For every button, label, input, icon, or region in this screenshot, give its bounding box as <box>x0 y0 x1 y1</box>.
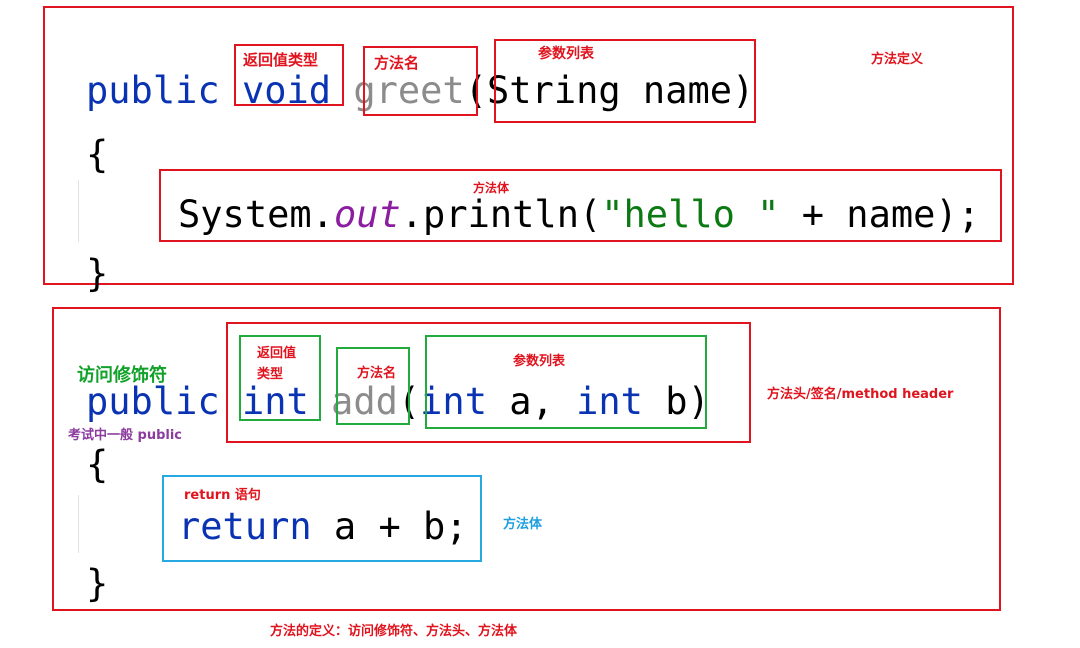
indent-guide-2 <box>78 495 79 553</box>
param-type-token: int <box>576 380 643 423</box>
method-name-highlight-box-2 <box>336 347 410 425</box>
return-value-label-line1: 返回值 <box>257 346 297 361</box>
modifier-keyword: public <box>86 69 220 112</box>
method-signature-line-2: public int add(int a, int b) <box>86 383 710 420</box>
return-statement-label: return 语句 <box>184 488 261 503</box>
method-header-label: 方法头/签名/method header <box>767 387 954 402</box>
method-body-highlight-box-2 <box>162 475 482 562</box>
param-type-token: int <box>420 380 487 423</box>
param-list-token: String name <box>487 69 733 112</box>
param-list-label: 参数列表 <box>538 46 594 62</box>
access-modifier-label: 访问修饰符 <box>77 365 167 386</box>
method-name-label: 方法名 <box>374 54 420 72</box>
concat-expression: + name); <box>779 193 980 236</box>
open-brace: { <box>86 133 109 176</box>
method-definition-label: 方法定义 <box>871 52 924 67</box>
modifier-keyword: public <box>86 380 220 423</box>
method-header-highlight-box <box>226 322 751 443</box>
method-definition-frame <box>43 6 1014 285</box>
method-body-statement: System.out.println("hello " + name); <box>178 196 980 233</box>
caption: 方法的定义：访问修饰符、方法头、方法体 <box>270 624 518 639</box>
param-list-highlight-box <box>494 39 756 123</box>
return-type-highlight-box-2 <box>239 335 321 421</box>
return-type-keyword: void <box>241 69 332 112</box>
method-body-highlight-box <box>159 169 1002 242</box>
close-brace-2: } <box>86 562 109 605</box>
println-token: .println( <box>400 193 602 236</box>
param-list-highlight-box-2 <box>425 335 707 429</box>
return-type-highlight-box <box>234 44 344 106</box>
open-brace-2: { <box>86 443 109 486</box>
param-name-token: a, <box>486 380 577 423</box>
method-body-label-2: 方法体 <box>503 517 543 532</box>
indent-guide <box>78 180 79 242</box>
method-name-token: greet <box>353 69 465 112</box>
close-paren-token: ) <box>732 69 755 112</box>
close-paren-token: ) <box>687 380 710 423</box>
return-keyword: return <box>178 505 312 548</box>
return-value-label-line2: 类型 <box>257 367 284 382</box>
exam-note-label: 考试中一般 public <box>68 428 183 443</box>
return-statement: return a + b; <box>178 508 468 545</box>
method-name-label-2: 方法名 <box>357 366 397 381</box>
param-list-label-2: 参数列表 <box>513 354 566 369</box>
return-expression: a + b; <box>311 505 468 548</box>
method-body-label: 方法体 <box>473 181 510 195</box>
string-literal: "hello " <box>601 193 780 236</box>
return-type-label: 返回值类型 <box>243 51 319 69</box>
method-name-token: add <box>331 380 398 423</box>
method-signature-line: public void greet(String name) <box>86 72 754 109</box>
open-paren-token: ( <box>464 69 487 112</box>
return-type-keyword: int <box>241 380 309 423</box>
system-token: System. <box>178 193 334 236</box>
method-name-highlight-box <box>363 46 478 116</box>
method-definition-frame-2 <box>52 307 1001 611</box>
close-brace: } <box>86 252 109 295</box>
param-name-token: b <box>642 380 688 423</box>
out-field-token: out <box>333 193 401 236</box>
